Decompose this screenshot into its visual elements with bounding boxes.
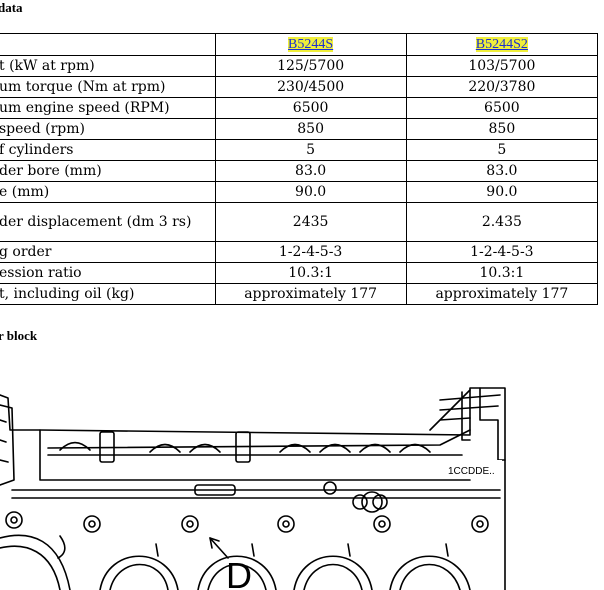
table-row: f cylinders 5 5 [0,139,599,161]
section-heading-cylinder-block: r block [0,328,38,343]
table-header-row: B5244S B5244S2 [0,33,599,56]
column-header-b5244s2[interactable]: B5244S2 [405,33,599,56]
cell-value: 850 [405,118,599,140]
cell-value: 2.435 [405,202,599,242]
table-row: g order 1-2-4-5-3 1-2-4-5-3 [0,241,599,263]
cell-value: 5 [214,139,407,161]
table-row: der displacement (dm 3 rs) 2435 2.435 [0,202,599,242]
table-row: um torque (Nm at rpm) 230/4500 220/3780 [0,76,599,98]
table-row: um engine speed (RPM) 6500 6500 [0,97,599,119]
row-label: t, including oil (kg) [0,283,216,305]
engine-spec-table: B5244S B5244S2 t (kW at rpm) 125/5700 10… [0,33,599,305]
column-header-b5244s[interactable]: B5244S [214,33,407,56]
row-label: um engine speed (RPM) [0,97,216,119]
table-row: t (kW at rpm) 125/5700 103/5700 [0,55,599,77]
row-label: speed (rpm) [0,118,216,140]
cell-value: 230/4500 [214,76,407,98]
row-label: ession ratio [0,262,216,284]
cell-value: 850 [214,118,407,140]
row-label: g order [0,241,216,263]
callout-arrow [209,537,229,559]
table-row: t, including oil (kg) approximately 177 … [0,283,599,305]
cylinder-bores [0,534,471,590]
cell-value: 5 [405,139,599,161]
table-row: der bore (mm) 83.0 83.0 [0,160,599,182]
cell-value: 10.3:1 [214,262,407,284]
cell-value: 90.0 [214,181,407,203]
row-label: e (mm) [0,181,216,203]
table-row: e (mm) 90.0 90.0 [0,181,599,203]
cell-value: 1-2-4-5-3 [214,241,407,263]
cell-value: 6500 [214,97,407,119]
section-heading-engine-data: data [0,0,23,15]
row-label: t (kW at rpm) [0,55,216,77]
cell-value: 220/3780 [405,76,599,98]
cell-value: 1-2-4-5-3 [405,241,599,263]
cell-value: approximately 177 [214,283,407,305]
callout-letter: D [226,555,252,590]
table-row: ession ratio 10.3:1 10.3:1 [0,262,599,284]
diagram-part-code: 1CCDDE.. [448,466,495,477]
cell-value: 6500 [405,97,599,119]
row-label: f cylinders [0,139,216,161]
table-row: speed (rpm) 850 850 [0,118,599,140]
cell-value: 125/5700 [214,55,407,77]
cell-value: 83.0 [405,160,599,182]
cell-value: 2435 [214,202,407,242]
cell-value: 103/5700 [405,55,599,77]
bolt-holes [5,511,489,533]
cell-value: 10.3:1 [405,262,599,284]
cell-value: approximately 177 [405,283,599,305]
row-label: der bore (mm) [0,160,216,182]
cell-value: 83.0 [214,160,407,182]
cylinder-block-diagram: 1CCDDE.. D [0,387,506,590]
cell-value: 90.0 [405,181,599,203]
table-header-blank [0,33,216,56]
row-label: um torque (Nm at rpm) [0,76,216,98]
row-label: der displacement (dm 3 rs) [0,202,216,242]
